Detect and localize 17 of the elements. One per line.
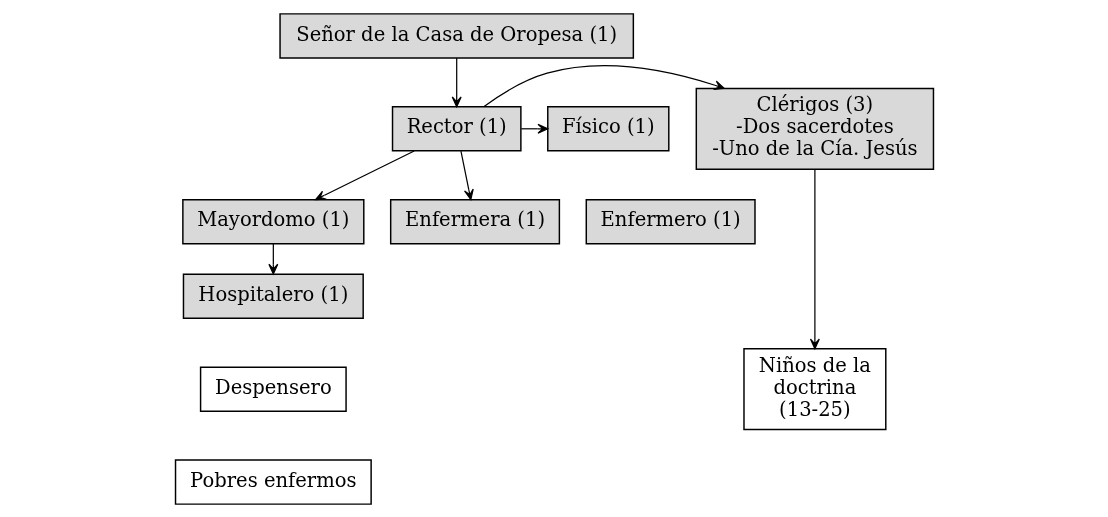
node-box: Rector (1) <box>391 105 522 152</box>
node-box: Niños de la doctrina (13-25) <box>742 347 887 430</box>
node-box: Hospitalero (1) <box>182 273 364 319</box>
node-box: Enfermera (1) <box>389 198 560 244</box>
arrow <box>809 168 820 349</box>
arrow <box>482 64 725 107</box>
node-box: Pobres enfermos <box>174 458 372 505</box>
node-box: Mayordomo (1) <box>181 198 365 244</box>
arrow <box>314 149 415 200</box>
node-box: Señor de la Casa de Oropesa (1) <box>278 12 634 59</box>
arrow <box>267 242 278 275</box>
arrow <box>451 57 462 107</box>
node-box: Despensero <box>199 365 347 412</box>
node-box: Clérigos (3) -Dos sacerdotes -Uno de la Cía. Jesús <box>695 87 934 170</box>
node-box: Enfermero (1) <box>585 198 756 244</box>
arrow <box>459 149 474 200</box>
node-box: Físico (1) <box>546 105 670 152</box>
